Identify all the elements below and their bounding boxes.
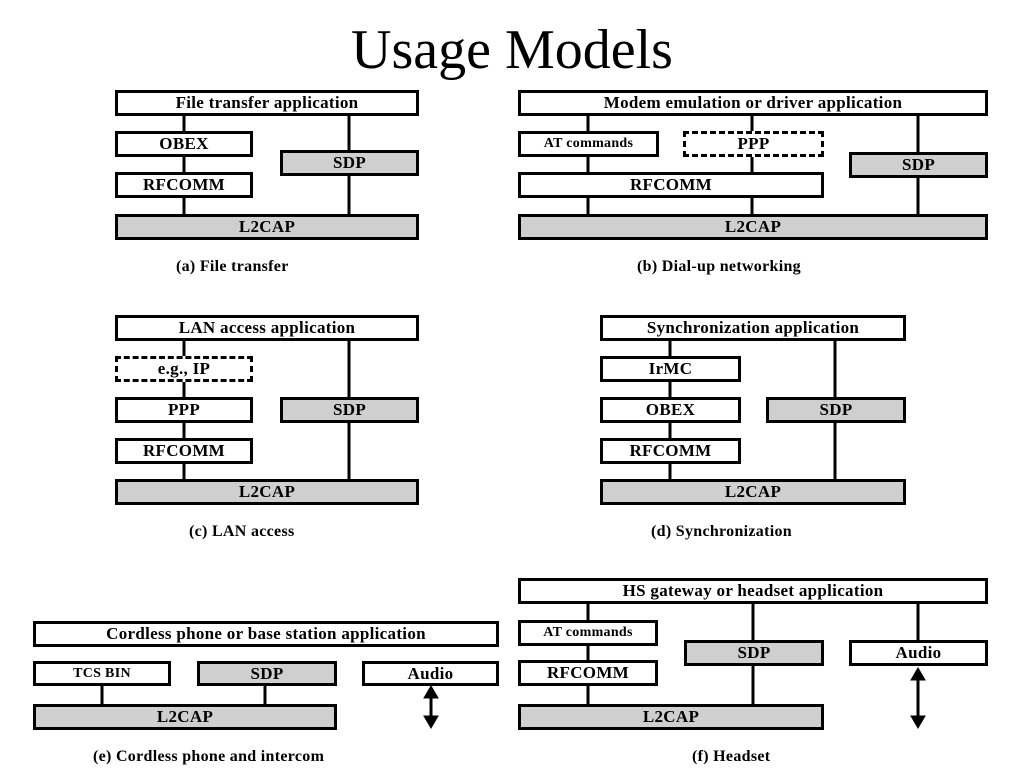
sdp-box: SDP bbox=[766, 397, 906, 423]
sdp-box: SDP bbox=[197, 661, 337, 686]
obex-box: OBEX bbox=[115, 131, 253, 157]
sdp-box: SDP bbox=[280, 397, 419, 423]
l2cap-box: L2CAP bbox=[33, 704, 337, 730]
app-box-cordless-phone: Cordless phone or base station applicati… bbox=[33, 621, 499, 647]
l2cap-box: L2CAP bbox=[518, 214, 988, 240]
ppp-box: PPP bbox=[683, 131, 824, 157]
caption-c: (c) LAN access bbox=[189, 523, 295, 540]
caption-f: (f) Headset bbox=[692, 748, 771, 765]
rfcomm-box: RFCOMM bbox=[518, 172, 824, 198]
rfcomm-box: RFCOMM bbox=[600, 438, 741, 464]
app-box-synchronization: Synchronization application bbox=[600, 315, 906, 341]
l2cap-box: L2CAP bbox=[600, 479, 906, 505]
sdp-box: SDP bbox=[849, 152, 988, 178]
l2cap-box: L2CAP bbox=[518, 704, 824, 730]
audio-box: Audio bbox=[849, 640, 988, 666]
caption-d: (d) Synchronization bbox=[651, 523, 792, 540]
audio-box: Audio bbox=[362, 661, 499, 686]
caption-a: (a) File transfer bbox=[176, 258, 289, 275]
sdp-box: SDP bbox=[280, 150, 419, 176]
caption-b: (b) Dial-up networking bbox=[637, 258, 801, 275]
caption-e: (e) Cordless phone and intercom bbox=[93, 748, 325, 765]
at-commands-box: AT commands bbox=[518, 131, 659, 157]
app-box-file-transfer: File transfer application bbox=[115, 90, 419, 116]
irmc-box: IrMC bbox=[600, 356, 741, 382]
l2cap-box: L2CAP bbox=[115, 214, 419, 240]
obex-box: OBEX bbox=[600, 397, 741, 423]
rfcomm-box: RFCOMM bbox=[115, 172, 253, 198]
at-commands-box: AT commands bbox=[518, 620, 658, 646]
sdp-box: SDP bbox=[684, 640, 824, 666]
ip-box: e.g., IP bbox=[115, 356, 253, 382]
slide-title: Usage Models bbox=[351, 19, 673, 81]
l2cap-box: L2CAP bbox=[115, 479, 419, 505]
app-box-headset: HS gateway or headset application bbox=[518, 578, 988, 604]
app-box-modem-emulation: Modem emulation or driver application bbox=[518, 90, 988, 116]
ppp-box: PPP bbox=[115, 397, 253, 423]
rfcomm-box: RFCOMM bbox=[115, 438, 253, 464]
tcs-bin-box: TCS BIN bbox=[33, 661, 171, 686]
rfcomm-box: RFCOMM bbox=[518, 660, 658, 686]
app-box-lan-access: LAN access application bbox=[115, 315, 419, 341]
